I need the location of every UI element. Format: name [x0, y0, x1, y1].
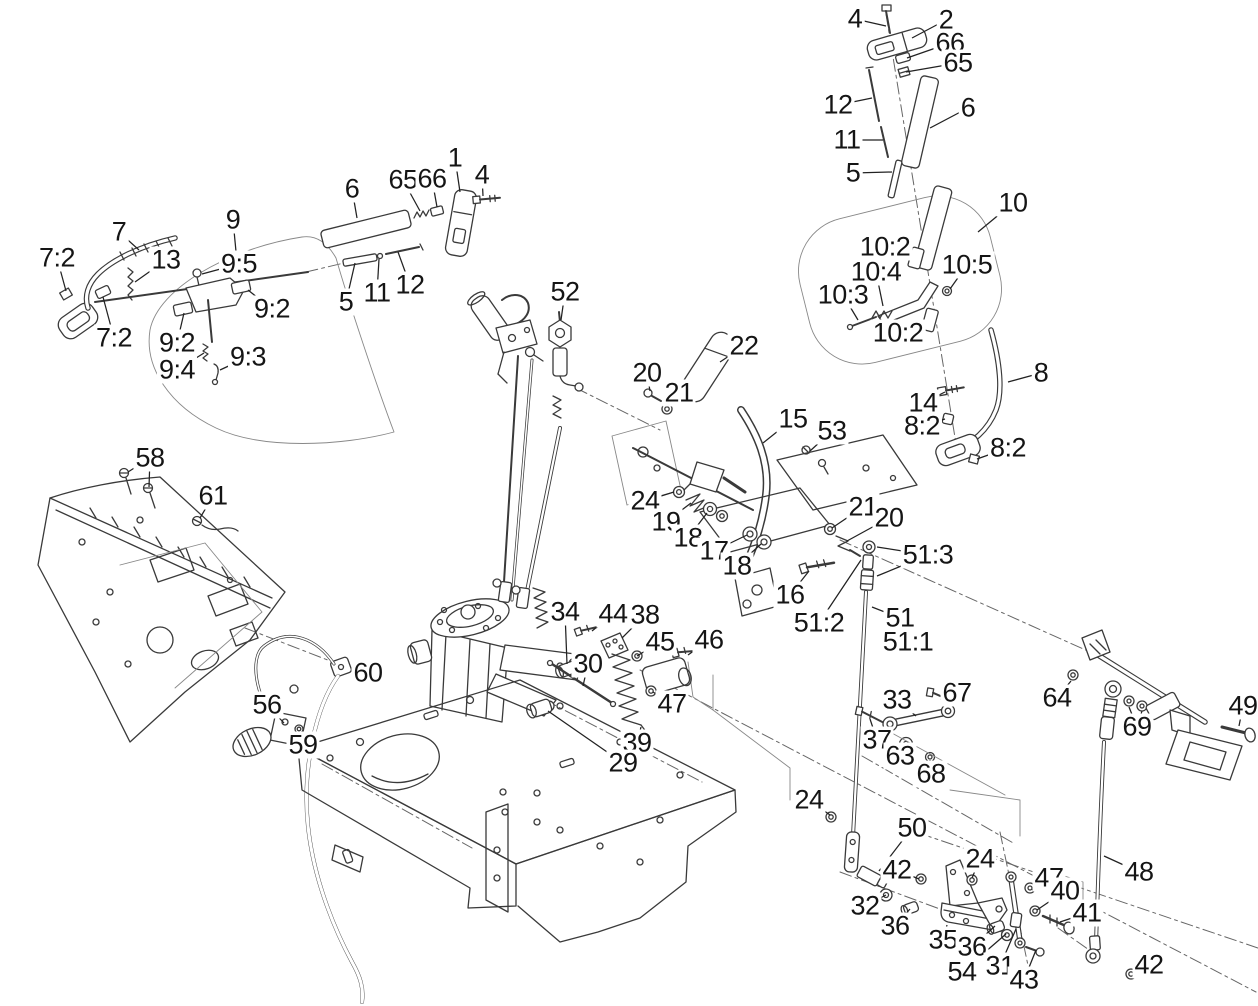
- callout-51-2: 51:2: [791, 607, 847, 638]
- callout-5a: 5: [843, 157, 863, 188]
- callout-9-5: 9:5: [218, 248, 260, 279]
- callout-32: 32: [848, 890, 882, 921]
- callout-9: 9: [223, 204, 243, 235]
- callout-38: 38: [628, 599, 662, 630]
- callout-4b: 4: [472, 159, 492, 190]
- callout-64: 64: [1040, 682, 1074, 713]
- rh-lever-detail-10: [846, 185, 953, 333]
- callout-45: 45: [643, 626, 677, 657]
- callout-48: 48: [1122, 856, 1156, 887]
- callout-9-4: 9:4: [156, 354, 198, 385]
- callout-56: 56: [250, 689, 284, 720]
- rh-handle-stack: [865, 4, 939, 199]
- lh-handle-7-group: [57, 235, 309, 340]
- callout-24b: 24: [792, 784, 826, 815]
- callout-47a: 47: [655, 688, 689, 719]
- callout-67: 67: [940, 677, 974, 708]
- callout-54: 54: [945, 956, 979, 987]
- callout-14: 14: [906, 387, 940, 418]
- callout-42b: 42: [1132, 949, 1166, 980]
- callout-65a: 65: [941, 47, 975, 78]
- callout-63: 63: [883, 740, 917, 771]
- callout-44: 44: [596, 598, 630, 629]
- callout-7-2a: 7:2: [36, 242, 78, 273]
- callout-51-1: 51:1: [880, 626, 936, 657]
- callout-9-3: 9:3: [227, 341, 269, 372]
- control-rod-52-group: [467, 291, 584, 608]
- callout-11a: 11: [831, 124, 863, 155]
- callout-5b: 5: [336, 286, 356, 317]
- callout-69: 69: [1120, 711, 1154, 742]
- callout-36b: 36: [955, 931, 989, 962]
- callout-20b: 20: [872, 502, 906, 533]
- callout-10-5: 10:5: [939, 249, 995, 280]
- callout-40: 40: [1048, 875, 1082, 906]
- callout-6b: 6: [342, 173, 362, 204]
- callout-2: 2: [936, 4, 956, 35]
- callout-22: 22: [727, 330, 761, 361]
- console-panel: [37, 467, 286, 743]
- callout-10-2b: 10:2: [870, 317, 926, 348]
- callout-51: 51: [883, 602, 917, 633]
- rh-pedal-group: [1067, 629, 1256, 980]
- callout-42a: 42: [880, 854, 914, 885]
- callout-41: 41: [1070, 897, 1104, 928]
- callout-31: 31: [983, 950, 1017, 981]
- callout-15: 15: [776, 403, 810, 434]
- callout-52: 52: [548, 276, 582, 307]
- callout-4a: 4: [845, 3, 865, 34]
- callout-29: 29: [606, 747, 640, 778]
- callout-6a: 6: [958, 92, 978, 123]
- callout-10-2a: 10:2: [857, 231, 913, 262]
- callout-43: 43: [1007, 964, 1041, 995]
- callout-36a: 36: [878, 910, 912, 941]
- callout-17: 17: [697, 535, 731, 566]
- callout-46: 46: [692, 624, 726, 655]
- callout-50: 50: [895, 812, 929, 843]
- callout-9-2a: 9:2: [251, 293, 293, 324]
- callout-21a: 21: [662, 377, 696, 408]
- lh-lever-detail-9: [172, 189, 501, 386]
- callout-68: 68: [914, 758, 948, 789]
- callout-30: 30: [571, 648, 605, 679]
- callout-20a: 20: [630, 357, 664, 388]
- callout-49: 49: [1226, 690, 1258, 721]
- callout-65b: 65: [386, 164, 420, 195]
- callout-10: 10: [996, 187, 1030, 218]
- callout-11b: 11: [361, 277, 393, 308]
- callout-8-2b: 8:2: [987, 432, 1029, 463]
- callout-7-2b: 7:2: [93, 322, 135, 353]
- callout-61: 61: [196, 480, 230, 511]
- callout-12a: 12: [821, 89, 855, 120]
- callout-18b: 18: [720, 550, 754, 581]
- callout-51-3: 51:3: [900, 539, 956, 570]
- callout-16: 16: [773, 579, 807, 610]
- chassis-deck: [297, 679, 737, 943]
- callout-10-3: 10:3: [815, 279, 871, 310]
- callout-7: 7: [109, 216, 129, 247]
- callout-33: 33: [880, 684, 914, 715]
- callout-59: 59: [286, 729, 320, 760]
- callout-9-2b: 9:2: [156, 327, 198, 358]
- callout-12b: 12: [393, 269, 427, 300]
- callout-58: 58: [133, 442, 167, 473]
- detail-balloon-outlines: [148, 195, 1002, 444]
- callout-1: 1: [445, 142, 465, 173]
- callout-10-4: 10:4: [848, 256, 904, 287]
- callout-24c: 24: [963, 843, 997, 874]
- callout-60: 60: [351, 657, 385, 688]
- callout-66b: 66: [415, 163, 449, 194]
- rh-rod-8-group: [935, 327, 1003, 467]
- callout-53: 53: [815, 415, 849, 446]
- callout-8-2a: 8:2: [901, 410, 943, 441]
- callout-8: 8: [1031, 357, 1051, 388]
- callout-13: 13: [149, 244, 183, 275]
- bracket-35-group: [879, 859, 1075, 957]
- callout-34: 34: [548, 596, 582, 627]
- pump-assembly: [407, 578, 617, 723]
- callout-35: 35: [926, 924, 960, 955]
